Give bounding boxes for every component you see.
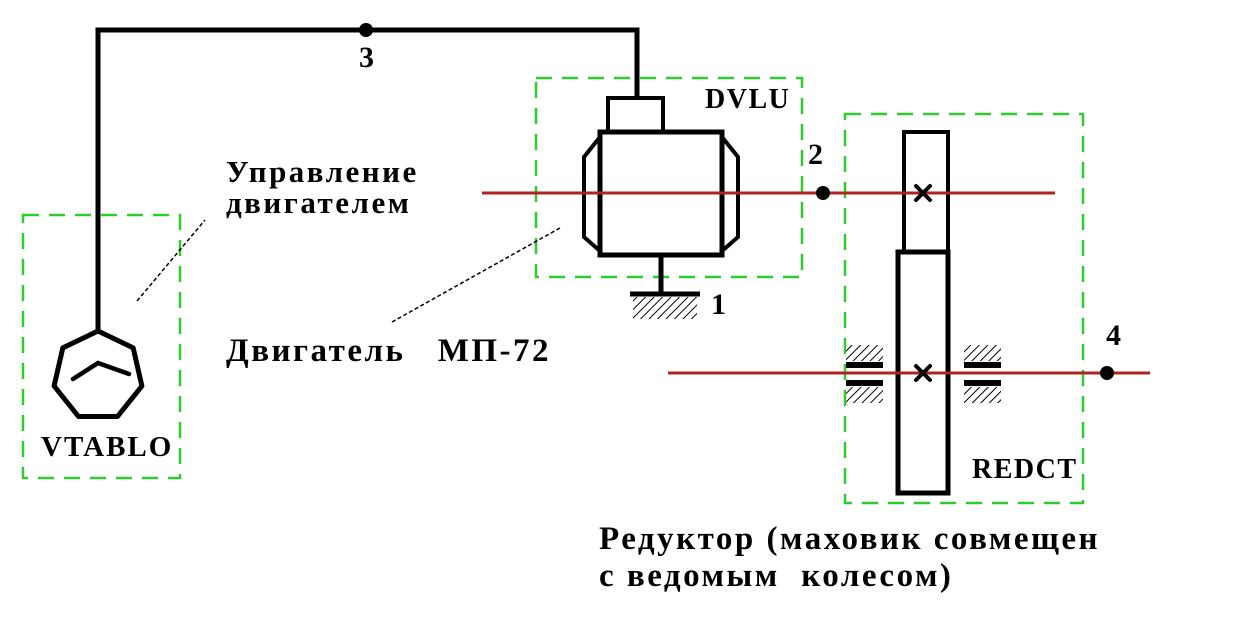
bearing-bar [846,362,883,368]
vtablo-block-label: VTABLO [41,431,174,463]
redct-block-label: REDCT [972,454,1078,485]
motor-right-cap [720,135,740,253]
motor-caption: Двигатель МП-72 [226,333,552,369]
dvlu-block-label: DVLU [705,84,791,115]
reducer-caption-line2: с ведомым колесом) [599,558,954,594]
node-2-label: 2 [808,138,823,171]
indicator-symbol [51,328,145,419]
node-3-dot [359,23,373,37]
control-caption-line2: двигателем [226,185,412,220]
dvlu-box [534,76,804,279]
ground-hatch [633,297,697,319]
bearing-hatch [846,387,883,403]
bearing-bar [964,380,1001,386]
indicator-needle [70,360,132,382]
motor-left-cap [582,135,602,253]
bearing-hatch [964,345,1001,361]
control-caption-line1: Управление [226,154,419,189]
motor-terminal-box [606,96,665,134]
bearings [846,345,1001,403]
motor-symbol [582,96,740,319]
vtablo-box [21,213,182,480]
redct-box [843,112,1085,505]
node-3-label: 3 [359,41,374,74]
indicator-dial [51,328,145,419]
bearing-hatch [964,387,1001,403]
node-2-dot [816,186,830,200]
node-4-dot [1100,366,1114,380]
bearing-hatch [846,345,883,361]
node-4-label: 4 [1106,319,1121,352]
reducer-caption-line1: Редуктор (маховик совмещен [599,521,1101,557]
bearing-bar [964,362,1001,368]
bearing-bar [846,380,883,386]
shaft-cross-upper [914,184,932,202]
control-leader-line [136,219,206,302]
shaft-cross-lower [914,364,932,382]
reducer-gears [895,130,951,496]
node-1-label: 1 [711,288,726,321]
